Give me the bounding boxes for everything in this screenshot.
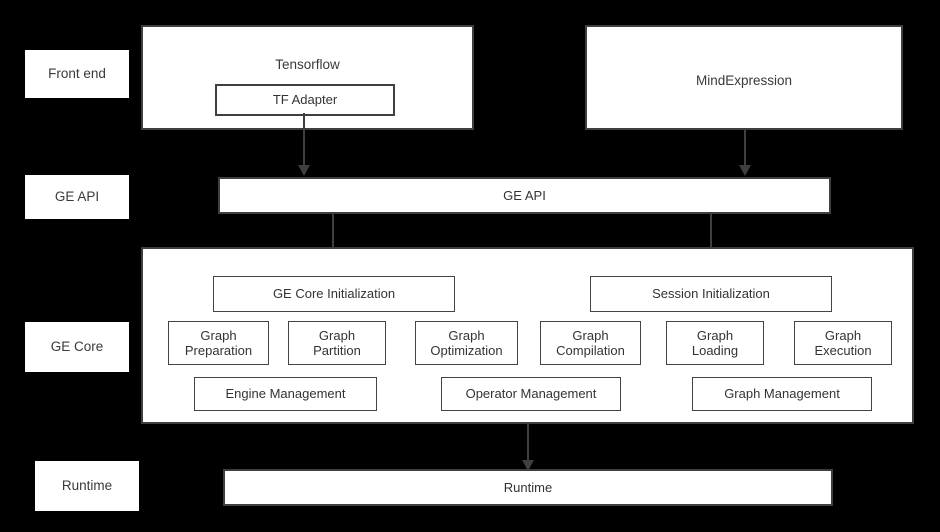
- graph-execution-box[interactable]: Graph Execution: [794, 321, 892, 365]
- operator-management-box[interactable]: Operator Management: [441, 377, 621, 411]
- tensorflow-panel[interactable]: Tensorflow TF Adapter: [141, 25, 474, 130]
- runtime-bar[interactable]: Runtime: [223, 469, 833, 506]
- stage-label-runtime: Runtime: [35, 461, 139, 511]
- mindexpression-panel[interactable]: MindExpression: [585, 25, 903, 130]
- session-initialization-box[interactable]: Session Initialization: [590, 276, 832, 312]
- ge-core-panel[interactable]: GE Core Initialization Session Initializ…: [141, 247, 914, 424]
- graph-loading-box[interactable]: Graph Loading: [666, 321, 764, 365]
- graph-partition-box[interactable]: Graph Partition: [288, 321, 386, 365]
- ge-api-bar[interactable]: GE API: [218, 177, 831, 214]
- graph-management-box[interactable]: Graph Management: [692, 377, 872, 411]
- tensorflow-title: Tensorflow: [275, 57, 340, 72]
- graph-optimization-box[interactable]: Graph Optimization: [415, 321, 518, 365]
- stage-label-ge-api: GE API: [25, 175, 129, 219]
- stage-label-ge-core: GE Core: [25, 322, 129, 372]
- mindexpression-title: MindExpression: [695, 73, 793, 88]
- ge-core-initialization-box[interactable]: GE Core Initialization: [213, 276, 455, 312]
- engine-management-box[interactable]: Engine Management: [194, 377, 377, 411]
- stage-label-front-end: Front end: [25, 50, 129, 98]
- graph-preparation-box[interactable]: Graph Preparation: [168, 321, 269, 365]
- graph-compilation-box[interactable]: Graph Compilation: [540, 321, 641, 365]
- tf-adapter-box[interactable]: TF Adapter: [215, 84, 395, 116]
